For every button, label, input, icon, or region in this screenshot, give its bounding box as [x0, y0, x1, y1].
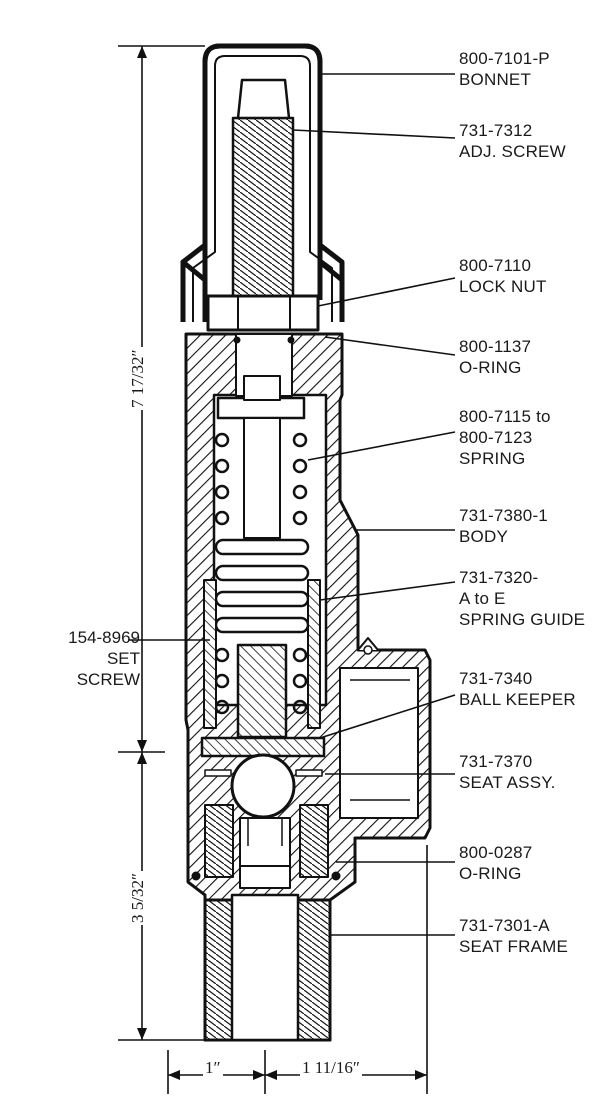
part-name: BONNET: [459, 70, 532, 89]
dimension-right-width: 1 11/16″: [300, 1058, 362, 1078]
part-name-line1: SET: [106, 649, 140, 668]
part-name: BODY: [459, 527, 508, 546]
callout-lock-nut: 800-7110 LOCK NUT: [459, 255, 547, 297]
part-number-2: 800-7123: [459, 428, 533, 447]
part-name: SEAT FRAME: [459, 937, 569, 956]
part-number: 800-7115 to: [459, 407, 551, 426]
part-name: SPRING GUIDE: [459, 610, 586, 629]
callout-set-screw: 154-8969 SET SCREW: [40, 627, 140, 690]
dimension-overall-height: 7 17/32″: [128, 347, 148, 410]
seat-ball: [230, 753, 296, 819]
part-number: 731-7312: [459, 121, 533, 140]
part-number-2: A to E: [459, 589, 506, 608]
adjusting-screw: [231, 116, 295, 302]
part-number: 731-7370: [459, 752, 533, 771]
part-name: O-RING: [459, 864, 522, 883]
part-name: SPRING: [459, 449, 526, 468]
callout-bonnet: 800-7101-P BONNET: [459, 48, 550, 90]
part-name: LOCK NUT: [459, 277, 547, 296]
callout-spring-guide: 731-7320- A to E SPRING GUIDE: [459, 567, 585, 630]
leader-lines: [128, 73, 456, 936]
part-name: SEAT ASSY.: [459, 773, 556, 792]
part-number: 731-7320-: [459, 568, 539, 587]
callout-body: 731-7380-1 BODY: [459, 505, 548, 547]
callout-ball-keeper: 731-7340 BALL KEEPER: [459, 668, 576, 710]
callout-seat-assy: 731-7370 SEAT ASSY.: [459, 751, 556, 793]
ball-keeper: [200, 736, 326, 758]
callout-seat-frame: 731-7301-A SEAT FRAME: [459, 915, 568, 957]
part-number: 731-7380-1: [459, 506, 548, 525]
part-name: BALL KEEPER: [459, 690, 576, 709]
part-number: 800-7110: [459, 256, 532, 275]
part-number: 731-7340: [459, 669, 533, 688]
lock-nut: [206, 294, 320, 332]
callout-o-ring-upper: 800-1137 O-RING: [459, 336, 531, 378]
callout-spring: 800-7115 to 800-7123 SPRING: [459, 406, 551, 469]
dimension-lower-height: 3 5/32″: [128, 870, 148, 925]
part-number: 731-7301-A: [459, 916, 550, 935]
callout-adj-screw: 731-7312 ADJ. SCREW: [459, 120, 566, 162]
part-name: O-RING: [459, 358, 522, 377]
part-name: ADJ. SCREW: [459, 142, 566, 161]
part-name-line2: SCREW: [76, 670, 140, 689]
part-number: 154-8969: [68, 628, 140, 647]
dimension-left-width: 1″: [203, 1058, 223, 1078]
part-number: 800-1137: [459, 337, 532, 356]
part-number: 800-0287: [459, 843, 533, 862]
spring-guide: [203, 579, 217, 729]
part-number: 800-7101-P: [459, 49, 550, 68]
callout-o-ring-lower: 800-0287 O-RING: [459, 842, 532, 884]
